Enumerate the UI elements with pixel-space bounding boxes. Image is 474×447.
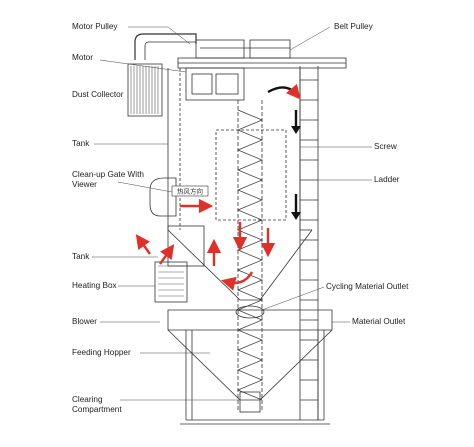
hot-air-arrow (135, 234, 151, 255)
clearing-compartment-box (239, 391, 261, 413)
cycling-outlet-ring (235, 305, 265, 319)
label-motor-pulley: Motor Pulley (72, 22, 118, 31)
leader-lines (92, 26, 372, 401)
hot-air-arrow (159, 244, 175, 265)
label-dust-collector: Dust Collector (72, 90, 124, 99)
material-arrow (267, 83, 301, 100)
blower-housing (149, 177, 177, 217)
label-motor: Motor (72, 53, 93, 62)
label-ladder: Ladder (374, 175, 400, 184)
screw-helix (237, 109, 263, 401)
label-feeding-hopper: Feeding Hopper (72, 348, 131, 357)
machine-outline (127, 33, 347, 425)
viewer-plate (171, 185, 209, 197)
label-screw: Screw (374, 142, 397, 151)
label-blower: Blower (72, 317, 98, 326)
label-cleanup-gate: Clean-up Gate With Viewer (72, 170, 144, 189)
heating-box (154, 261, 188, 303)
motor-pulley-pipe (134, 33, 197, 60)
label-material-outlet: Material Outlet (352, 317, 406, 326)
hot-air-arrow (221, 271, 254, 291)
label-heating-box: Heating Box (72, 281, 117, 290)
label-belt-pulley: Belt Pulley (334, 22, 373, 31)
label-tank-mid: Tank (72, 252, 90, 261)
viewer-plate-text: 热风方向 (177, 187, 203, 196)
material-flow-arrows (267, 83, 301, 214)
label-clearing-compartment: Clearing Compartment (72, 395, 122, 414)
material-arrowheads (291, 126, 301, 220)
motor-assembly (185, 67, 245, 101)
hot-air-flow-arrows (135, 198, 276, 291)
feeding-hopper-cone (167, 329, 333, 401)
dust-collector-body (127, 63, 163, 117)
label-cycling-material-outlet: Cycling Material Outlet (326, 282, 409, 291)
label-tank-top: Tank (72, 139, 90, 148)
clean-up-gate-window (215, 129, 287, 221)
